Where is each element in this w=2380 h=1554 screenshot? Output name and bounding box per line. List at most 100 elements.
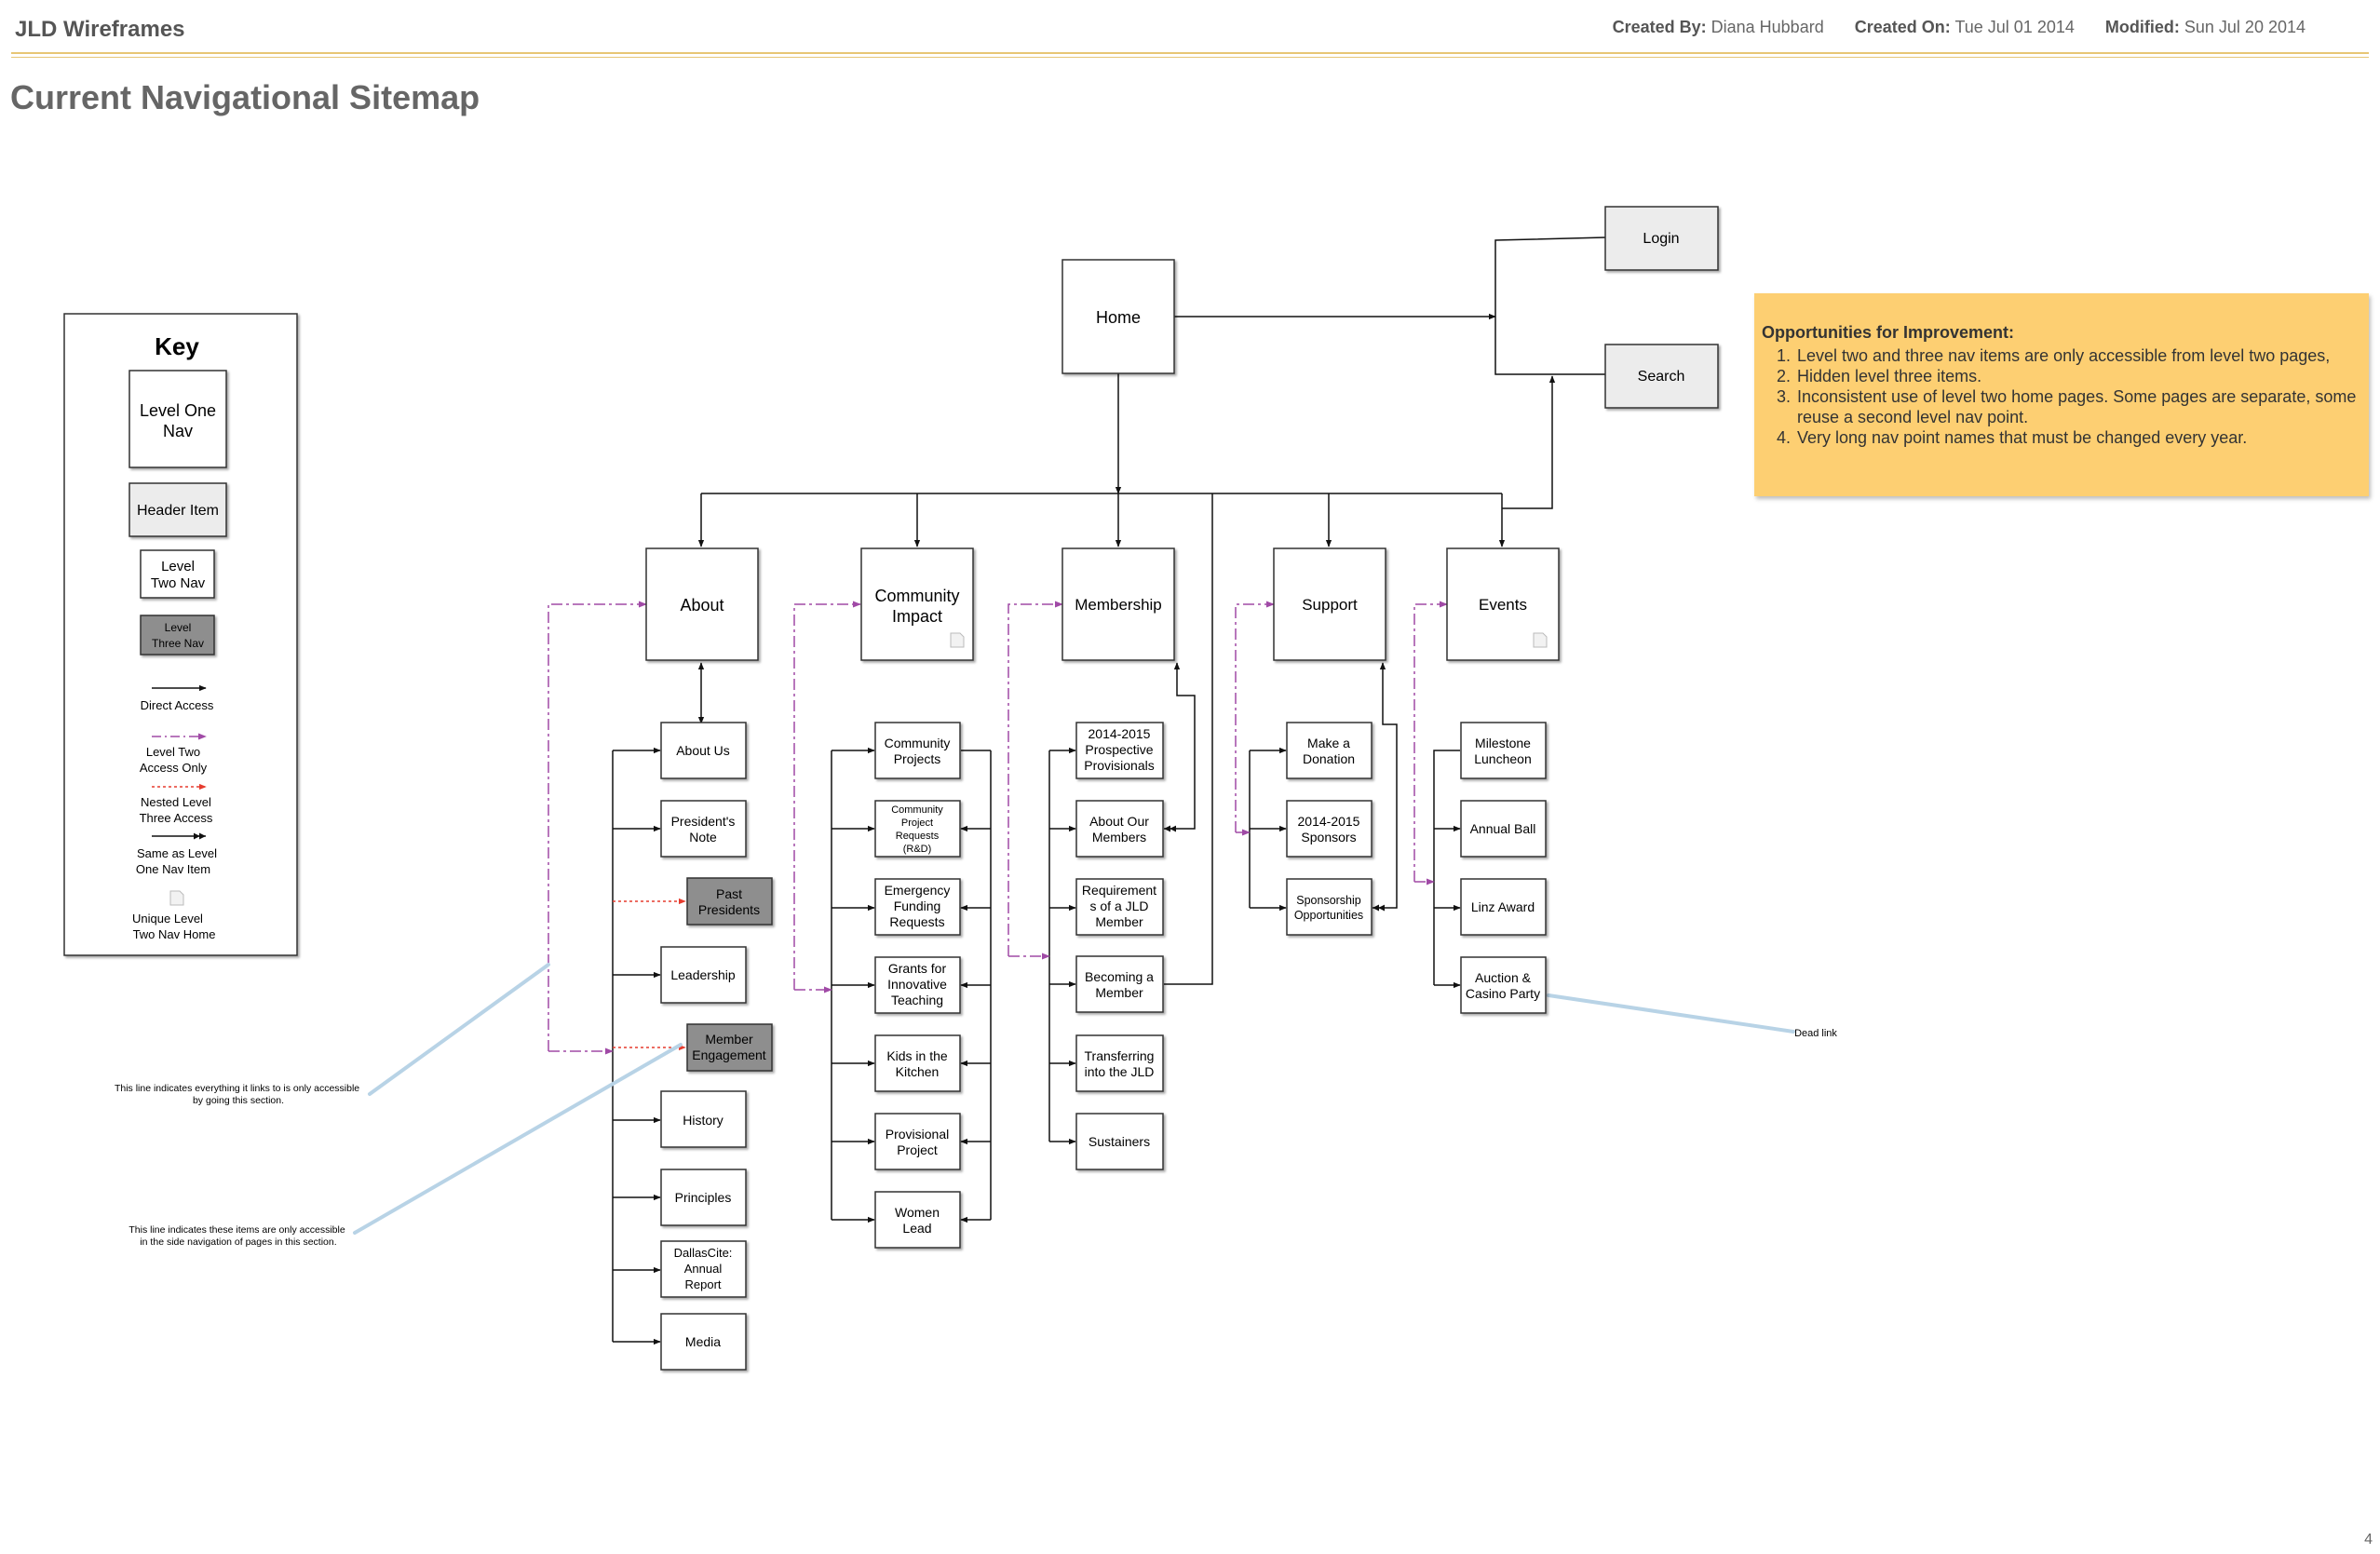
node-linz-award[interactable]: Linz Award: [1460, 878, 1547, 936]
node-about[interactable]: About: [645, 547, 759, 661]
page-number: 4: [2364, 1532, 2373, 1547]
created-on-value: Tue Jul 01 2014: [1954, 18, 2075, 36]
legend-level-one-swatch: [128, 370, 227, 468]
about-members-same-as-membership: [1164, 662, 1196, 832]
node-auction[interactable]: Auction &Casino Party: [1460, 956, 1547, 1014]
node-search[interactable]: Search: [1604, 344, 1719, 409]
node-leadership[interactable]: Leadership: [660, 946, 747, 1004]
node-events-label: Events: [1479, 596, 1527, 614]
node-history-label: History: [683, 1113, 723, 1128]
app-title: JLD Wireframes: [15, 17, 185, 42]
node-media[interactable]: Media: [660, 1313, 747, 1371]
dead-link-annotation: Dead link: [1794, 1028, 1837, 1039]
created-by-label: Created By:: [1612, 18, 1707, 36]
node-media-label: Media: [685, 1334, 721, 1349]
node-home[interactable]: Home: [1062, 259, 1175, 374]
node-principles[interactable]: Principles: [660, 1169, 747, 1226]
node-sustainers[interactable]: Sustainers: [1075, 1113, 1164, 1170]
nested-access-lines: [613, 898, 686, 1051]
note-title: Opportunities for Improvement:: [1762, 323, 2015, 342]
note-item: Level two and three nav items are only a…: [1795, 345, 2373, 366]
note-item: Hidden level three items.: [1795, 366, 2373, 386]
node-annual-ball[interactable]: Annual Ball: [1460, 800, 1547, 858]
legend-level-two-swatch: [140, 549, 215, 599]
legend-header-item: Header Item: [137, 503, 219, 519]
callout-side-nav: [353, 1043, 683, 1235]
legend-level-three-swatch: [140, 615, 215, 655]
legend-direct-access: Direct Access: [141, 698, 214, 712]
node-sustainers-label: Sustainers: [1089, 1134, 1150, 1149]
node-membership[interactable]: Membership: [1062, 547, 1175, 661]
node-login-label: Login: [1643, 231, 1679, 247]
callout-dead-link: [1547, 993, 1795, 1034]
unique-home-icon: [950, 632, 965, 648]
node-history[interactable]: History: [660, 1090, 747, 1148]
node-search-label: Search: [1638, 369, 1685, 385]
page-title: Current Navigational Sitemap: [10, 78, 480, 116]
community-access-line: [793, 601, 861, 990]
node-events[interactable]: Events: [1446, 547, 1560, 661]
node-support[interactable]: Support: [1273, 547, 1386, 661]
events-access-line: [1413, 601, 1448, 882]
note-item: Inconsistent use of level two home pages…: [1795, 386, 2373, 427]
level-two-access-lines: [548, 601, 1448, 1055]
callout-lines: [353, 963, 1795, 1235]
node-about-us[interactable]: About Us: [660, 722, 747, 779]
node-linz-award-label: Linz Award: [1471, 899, 1535, 914]
sponsorship-same-as-support: [1373, 662, 1398, 912]
document-metadata: Created By: Diana Hubbard Created On: Tu…: [1613, 18, 2306, 37]
becoming-to-bus: [1164, 493, 1213, 985]
node-login[interactable]: Login: [1604, 206, 1719, 271]
node-home-label: Home: [1096, 308, 1141, 327]
node-auction-label: Auction &Casino Party: [1466, 970, 1540, 1001]
node-about-label: About: [680, 596, 723, 615]
side-nav-annotation: This line indicates these items are only…: [128, 1224, 347, 1248]
legend-title: Key: [155, 332, 199, 360]
support-access-line: [1235, 601, 1275, 832]
